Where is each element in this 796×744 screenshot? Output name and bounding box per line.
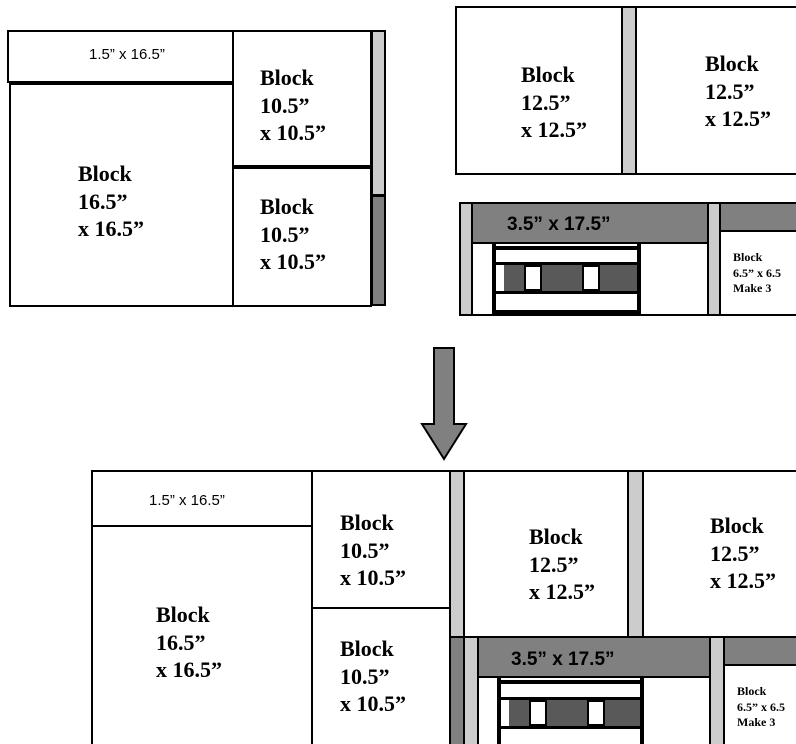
bottom-row-right-post [640,678,644,744]
bottom-strip-1-5x16-5: 1.5” x 16.5” [91,470,313,527]
sashing-light [371,30,386,196]
down-arrow-icon [420,347,468,461]
bottom-row-header-label: 3.5” x 17.5” [511,649,615,670]
row-rail-top [496,246,640,250]
block-10-5-b-label: Block 10.5” x 10.5” [260,194,326,274]
strip-1-5x16-5: 1.5” x 16.5” [7,30,235,83]
bottom-checker-dark-1 [509,700,529,726]
bottom-row-header [479,638,709,678]
bottom-checker-dark-5 [625,700,640,726]
bottom-block-10-5-a: Block 10.5” x 10.5” [311,470,451,609]
row-left-post [492,244,496,314]
checker-dark-5 [620,265,637,291]
bottom-checker-white-2 [587,700,605,726]
checker-white-1 [524,265,542,291]
row-rail-bottom [496,310,640,314]
bottom-block-16-5: Block 16.5” x 16.5” [91,525,313,744]
row-header-strip [473,204,707,244]
checker-dark-4 [600,265,620,291]
sashing-dark [371,195,386,306]
bottom-block-10-5-b-label: Block 10.5” x 10.5” [340,636,406,716]
bottom-small-block-6-5: Block 6.5” x 6.5 Make 3 [723,664,796,744]
bottom-checker-white-1 [529,700,547,726]
small-block-6-5: Block 6.5” x 6.5 Make 3 [719,230,796,316]
bottom-block-10-5-a-label: Block 10.5” x 10.5” [340,510,406,590]
bottom-strip-label: 1.5” x 16.5” [149,492,225,509]
bottom-row-rail-top [501,680,643,684]
bottom-checker-dark-4 [605,700,625,726]
row-right-post [637,244,641,314]
block-12-5-left-label: Block 12.5” x 12.5” [521,62,587,142]
block-12-5-right-label: Block 12.5” x 12.5” [705,51,771,131]
block-12-5-left: Block 12.5” x 12.5” [455,6,623,175]
bottom-block-12-5-left: Block 12.5” x 12.5” [463,470,629,638]
bottom-row-left-post [497,678,501,744]
bottom-row-right-header [723,636,796,666]
bottom-row-rail-mid-bottom [501,726,643,729]
block-12-5-right: Block 12.5” x 12.5” [635,6,796,175]
bottom-small-block-label: Block 6.5” x 6.5 Make 3 [737,684,785,730]
bottom-block-10-5-b: Block 10.5” x 10.5” [311,607,451,744]
small-block-label: Block 6.5” x 6.5 Make 3 [733,250,781,296]
strip-label: 1.5” x 16.5” [89,46,165,63]
bottom-checker-dark-3 [567,700,587,726]
row-right-header [719,202,796,232]
checker-dark-1 [504,265,524,291]
bottom-checker-dark-2 [547,700,567,726]
bottom-block-16-5-label: Block 16.5” x 16.5” [156,602,222,682]
bottom-block-12-5-right: Block 12.5” x 12.5” [642,470,796,638]
block-16-5-label: Block 16.5” x 16.5” [78,161,144,241]
block-16-5: Block 16.5” x 16.5” [9,83,235,307]
bottom-block-12-5-right-label: Block 12.5” x 12.5” [710,513,776,593]
block-10-5-a: Block 10.5” x 10.5” [232,30,372,167]
row-header-label: 3.5” x 17.5” [507,214,611,235]
block-10-5-a-label: Block 10.5” x 10.5” [260,65,326,145]
row-rail-mid-bottom [496,291,640,294]
checker-dark-3 [562,265,582,291]
bottom-block-12-5-left-label: Block 12.5” x 12.5” [529,524,595,604]
bottom-row-rail-mid-top [501,697,643,700]
row-rail-mid-top [496,262,640,265]
block-10-5-b: Block 10.5” x 10.5” [232,167,372,307]
checker-dark-2 [542,265,562,291]
checker-white-2 [582,265,600,291]
